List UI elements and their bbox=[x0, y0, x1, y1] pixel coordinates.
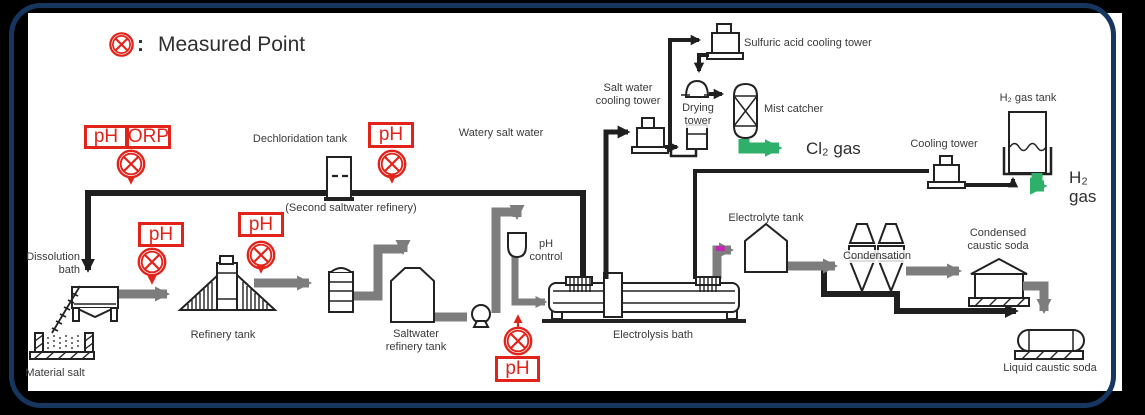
material-salt-label: Material salt bbox=[25, 367, 85, 379]
watery-salt-water-label: Watery salt water bbox=[458, 127, 544, 139]
dechloridation-tank-label: Dechloridation tank bbox=[252, 133, 348, 145]
cooling-tower bbox=[927, 155, 966, 189]
measured-point-icon bbox=[503, 326, 533, 356]
stream-bath-to-electrolyte bbox=[712, 242, 735, 279]
saltwater-refinery-tank bbox=[390, 267, 435, 323]
h2-gas-tank-label: H₂ gas tank bbox=[999, 92, 1057, 104]
measured-point-icon bbox=[377, 149, 407, 179]
ph-tag: pH bbox=[368, 122, 414, 148]
diagram-canvas bbox=[28, 13, 1122, 391]
gas-arrows bbox=[738, 139, 1048, 195]
sulfuric-acid-cooling-tower-label: Sulfuric acid cooling tower bbox=[744, 37, 872, 49]
cl2-gas-label: Cl₂ gas bbox=[806, 139, 861, 158]
legend-separator: : bbox=[137, 32, 144, 56]
ph-tag: pH bbox=[495, 356, 540, 382]
refinery-tank-label: Refinery tank bbox=[190, 329, 256, 341]
electrolysis-bath-label: Electrolysis bath bbox=[612, 329, 694, 341]
refinery-tank bbox=[177, 255, 278, 311]
electrolyte-tank-label: Electrolyte tank bbox=[728, 212, 804, 224]
h2-gas-arrow bbox=[1029, 173, 1048, 195]
mist-catcher bbox=[733, 82, 758, 140]
cl2-gas-arrow bbox=[738, 139, 783, 157]
pipe-drying-loop bbox=[669, 150, 698, 158]
ph-control-label: pH control bbox=[529, 238, 563, 264]
salt-water-cooling-tower bbox=[631, 117, 669, 154]
ph-tag: pH bbox=[138, 222, 184, 247]
measured-point-icon bbox=[246, 240, 276, 270]
saltwater-refinery-tank-label: Saltwater refinery tank bbox=[385, 328, 447, 354]
legend: : Measured Point bbox=[108, 31, 305, 58]
drying-tower bbox=[681, 79, 713, 150]
condensed-caustic-soda-tank bbox=[968, 257, 1030, 307]
pipe-overlays bbox=[603, 53, 725, 279]
dissolution-bath bbox=[71, 286, 119, 322]
ph-tag: pH bbox=[238, 212, 284, 237]
dechloridation-tank bbox=[324, 156, 354, 201]
salt-water-cooling-tower-label: Salt water cooling tower bbox=[595, 82, 661, 108]
stream-network-gray bbox=[118, 204, 963, 322]
measure-box-ph-dissolution: pH bbox=[138, 222, 184, 247]
salt-conveyor bbox=[51, 285, 81, 334]
stream-tank-to-liquid bbox=[1023, 281, 1052, 315]
pipe-cl2-riser bbox=[603, 125, 631, 279]
measured-point-leads bbox=[126, 174, 523, 327]
measured-point-icons bbox=[116, 149, 533, 356]
measure-box-ph-brine: pH bbox=[368, 122, 414, 148]
pipe-h2-to-tank bbox=[956, 176, 1019, 188]
pump bbox=[471, 304, 491, 328]
magenta-mark bbox=[716, 246, 725, 251]
drying-tower-label: Drying tower bbox=[676, 102, 720, 129]
second-saltwater-refinery-label: (Second saltwater refinery) bbox=[285, 202, 417, 214]
pipe-caustic-bypass bbox=[821, 267, 1019, 318]
storage-drum bbox=[328, 267, 354, 313]
condensation-label: Condensation bbox=[840, 250, 914, 264]
stream-phcontrol-to-bath bbox=[511, 255, 548, 308]
material-salt-pile bbox=[29, 332, 95, 360]
measure-box-ph-orp: pH ORP bbox=[84, 125, 171, 149]
legend-label: Measured Point bbox=[158, 32, 306, 56]
measure-box-ph-bath-inlet: pH bbox=[495, 356, 540, 382]
salt-dots bbox=[47, 335, 79, 349]
electrolyte-tank bbox=[744, 222, 788, 273]
h2-gas-label: H₂ gas bbox=[1069, 168, 1097, 206]
stream-pump-to-phcontrol bbox=[491, 204, 525, 313]
condensed-caustic-soda-label: Condensed caustic soda bbox=[967, 227, 1029, 253]
h2-gas-tank bbox=[1002, 111, 1053, 176]
measured-point-icon bbox=[116, 149, 146, 179]
measure-box-ph-refinery: pH bbox=[238, 212, 284, 237]
electrolysis-bath bbox=[542, 272, 746, 323]
liquid-caustic-soda-tank bbox=[1014, 329, 1085, 360]
measured-point-icon bbox=[137, 247, 167, 277]
orp-tag: ORP bbox=[126, 125, 171, 149]
sulfuric-acid-cooling-tower bbox=[706, 23, 744, 60]
liquid-caustic-soda-label: Liquid caustic soda bbox=[1003, 362, 1097, 374]
pipe-acid-riser bbox=[668, 34, 702, 150]
stream-drum-to-silo bbox=[352, 239, 411, 301]
pipe-acid-to-drying bbox=[693, 53, 709, 74]
cooling-tower-label: Cooling tower bbox=[910, 138, 978, 150]
measured-point-legend-icon bbox=[109, 32, 134, 57]
pipe-h2-riser bbox=[693, 169, 929, 279]
mist-catcher-label: Mist catcher bbox=[764, 103, 824, 115]
ph-tag: pH bbox=[84, 125, 128, 149]
dissolution-bath-label: Dissolution bath bbox=[26, 251, 80, 277]
ph-control-funnel bbox=[507, 232, 527, 259]
